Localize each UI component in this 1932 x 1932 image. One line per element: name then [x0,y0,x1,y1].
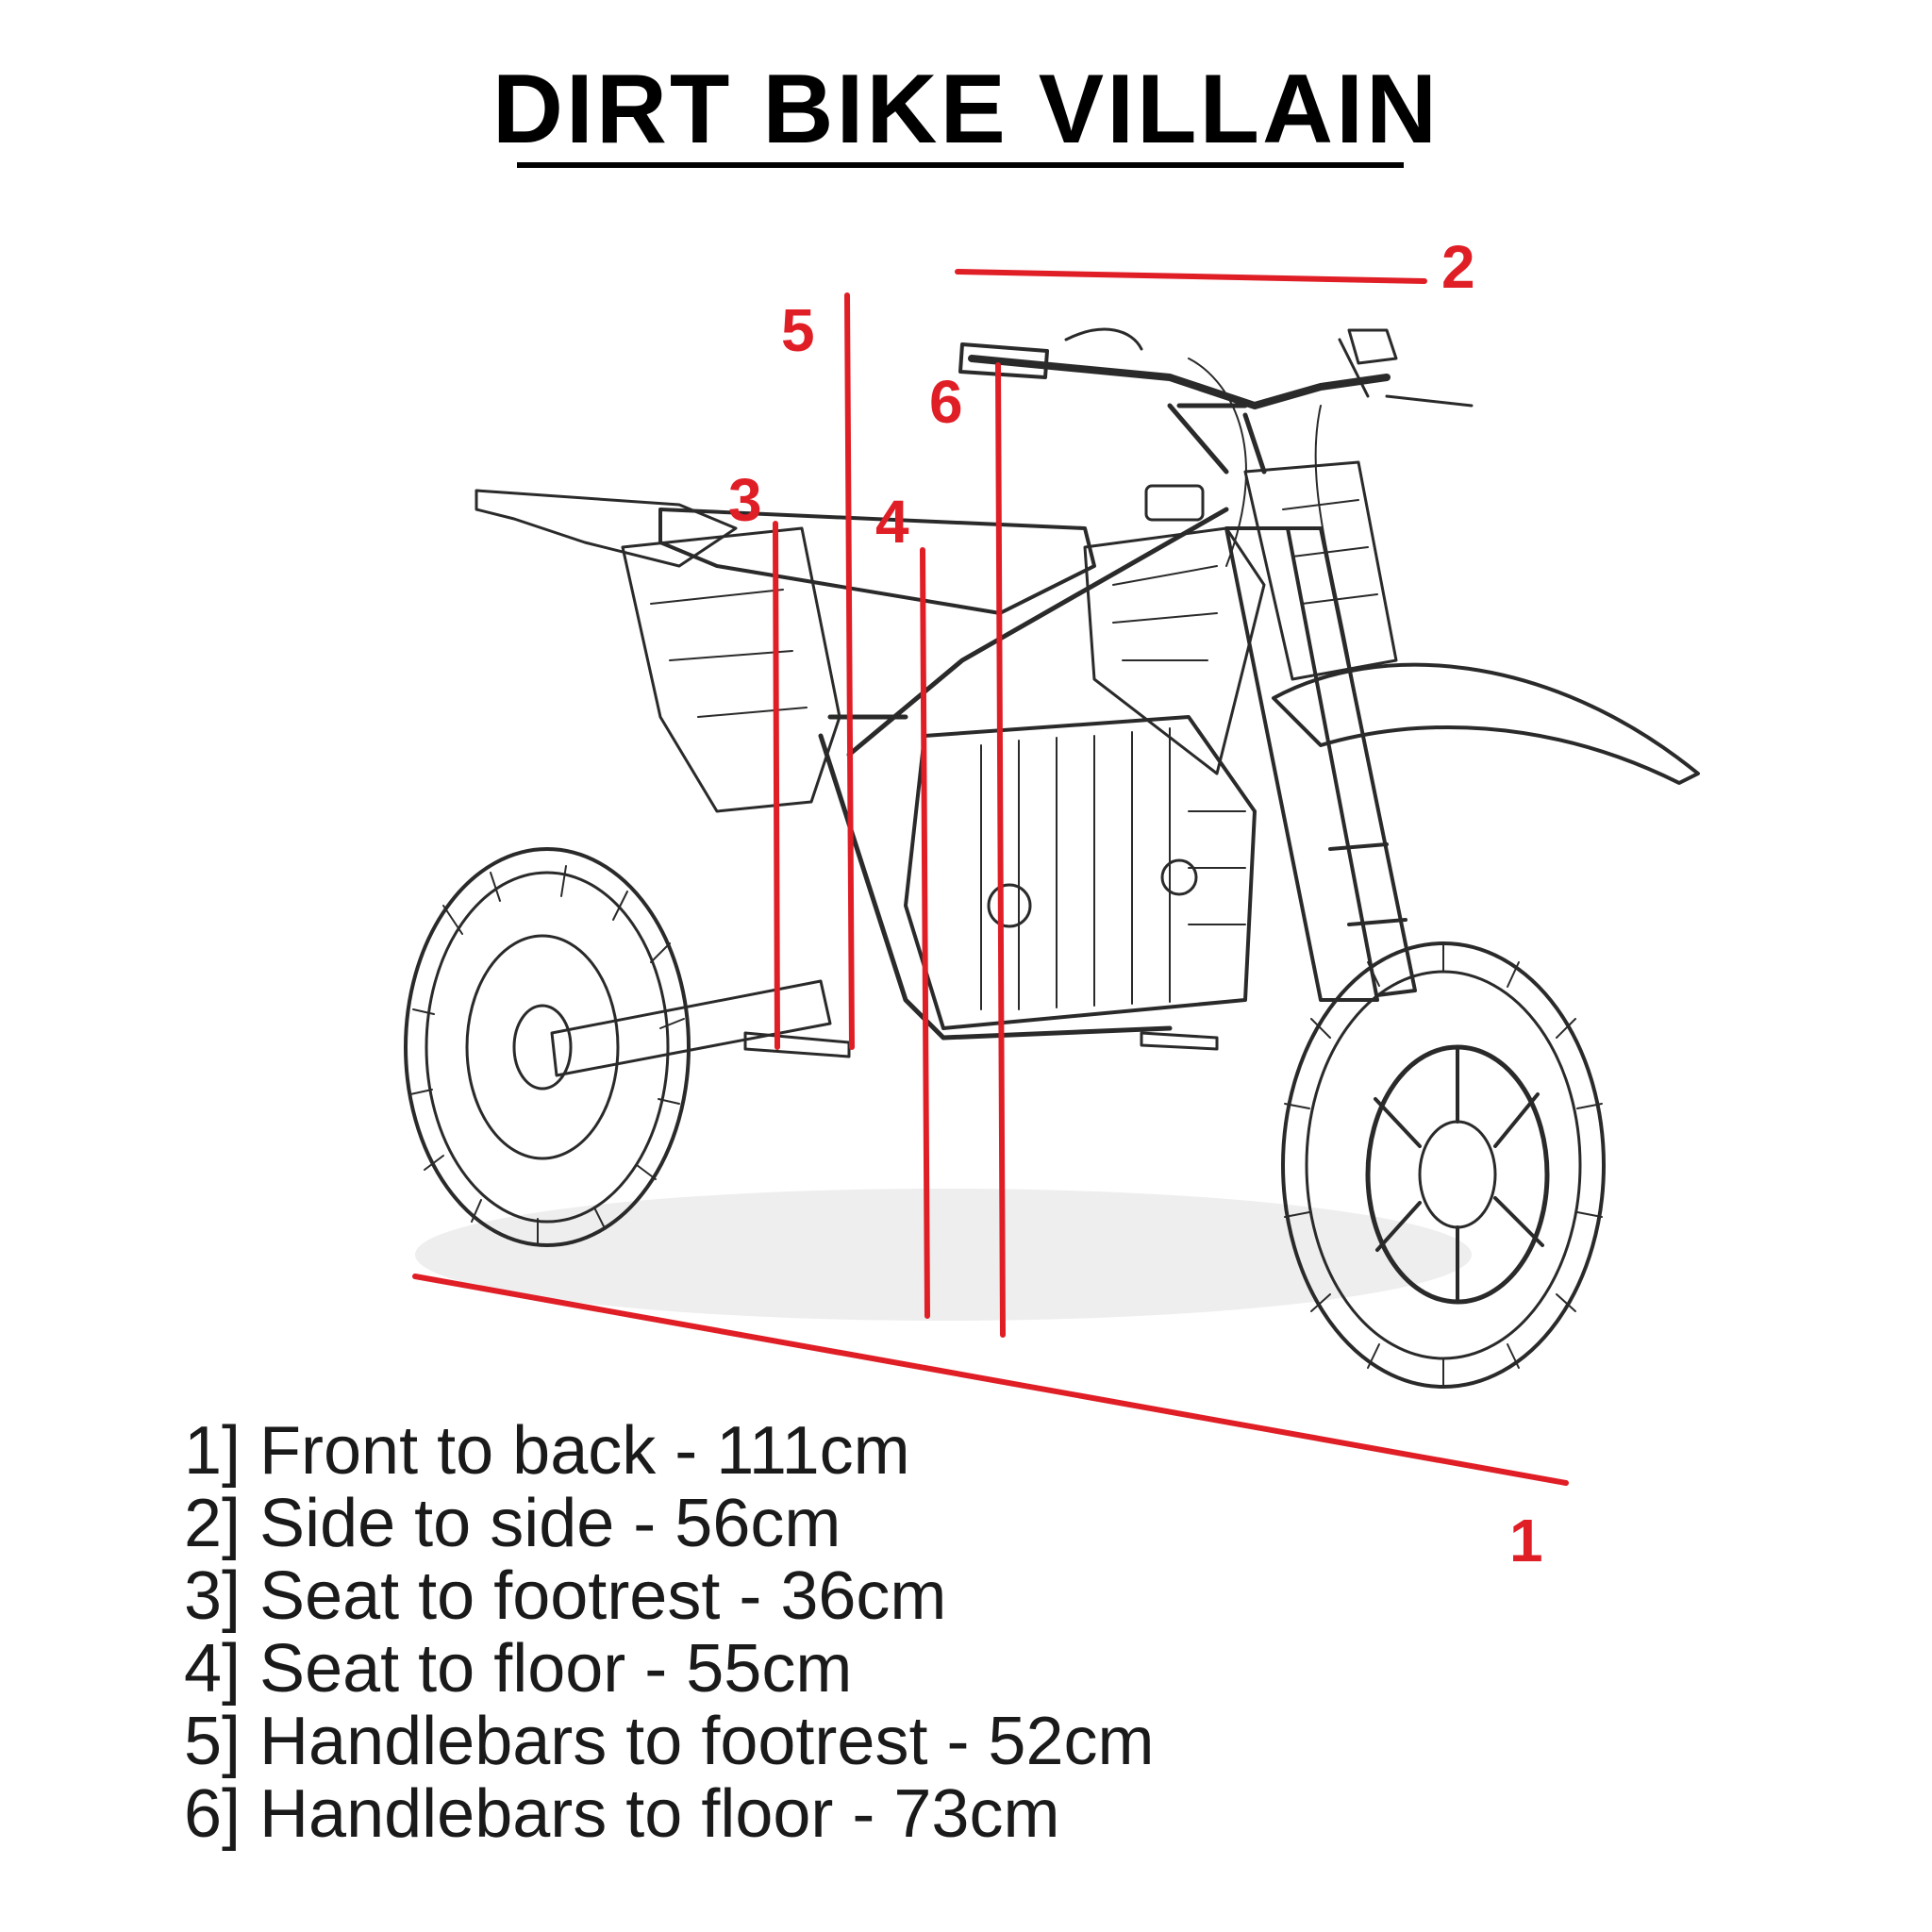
title-underline [517,162,1404,168]
front-fender [1272,662,1700,785]
marker-3: 3 [728,466,762,534]
measurement-item: 4] Seat to floor - 55cm [184,1631,853,1707]
measure-line-4 [920,547,930,1319]
frame [818,507,1229,1041]
page-title: DIRT BIKE VILLAIN [491,55,1441,164]
marker-5: 5 [781,296,815,364]
marker-labels: 1 2 3 4 5 6 [728,233,1543,1574]
front-wheel [1281,941,1606,1389]
rear-fender [475,489,738,568]
measurement-lines [412,269,1569,1486]
marker-2: 2 [1441,233,1475,301]
measure-line-5 [844,292,855,1050]
side-panel [621,526,841,813]
measure-line-6 [995,362,1006,1338]
measurement-item: 6] Handlebars to floor - 73cm [184,1776,1060,1852]
measurement-list: 1] Front to back - 111cm 2] Side to side… [184,1415,1155,1851]
measure-line-2 [955,269,1427,284]
measurement-item: 5] Handlebars to footrest - 52cm [184,1704,1155,1779]
engine [904,715,1257,1030]
marker-6: 6 [929,368,963,436]
rear-wheel [404,847,691,1247]
ground-shadow [415,1189,1472,1321]
measurement-item: 1] Front to back - 111cm [184,1413,910,1489]
bar-mount [1167,403,1267,475]
footrest [743,1031,1219,1058]
shroud [1083,526,1266,775]
handlebars [968,355,1391,409]
fuel-cap [1144,484,1205,522]
measure-line-1 [412,1274,1569,1486]
marker-1: 1 [1509,1507,1543,1574]
swingarm [550,979,832,1077]
measurement-item: 2] Side to side - 56cm [184,1486,841,1561]
front-fork [1224,526,1417,1002]
number-plate [1243,460,1398,681]
measurement-item: 3] Seat to footrest - 36cm [184,1558,947,1634]
measure-line-3 [773,521,780,1050]
marker-4: 4 [875,488,909,556]
